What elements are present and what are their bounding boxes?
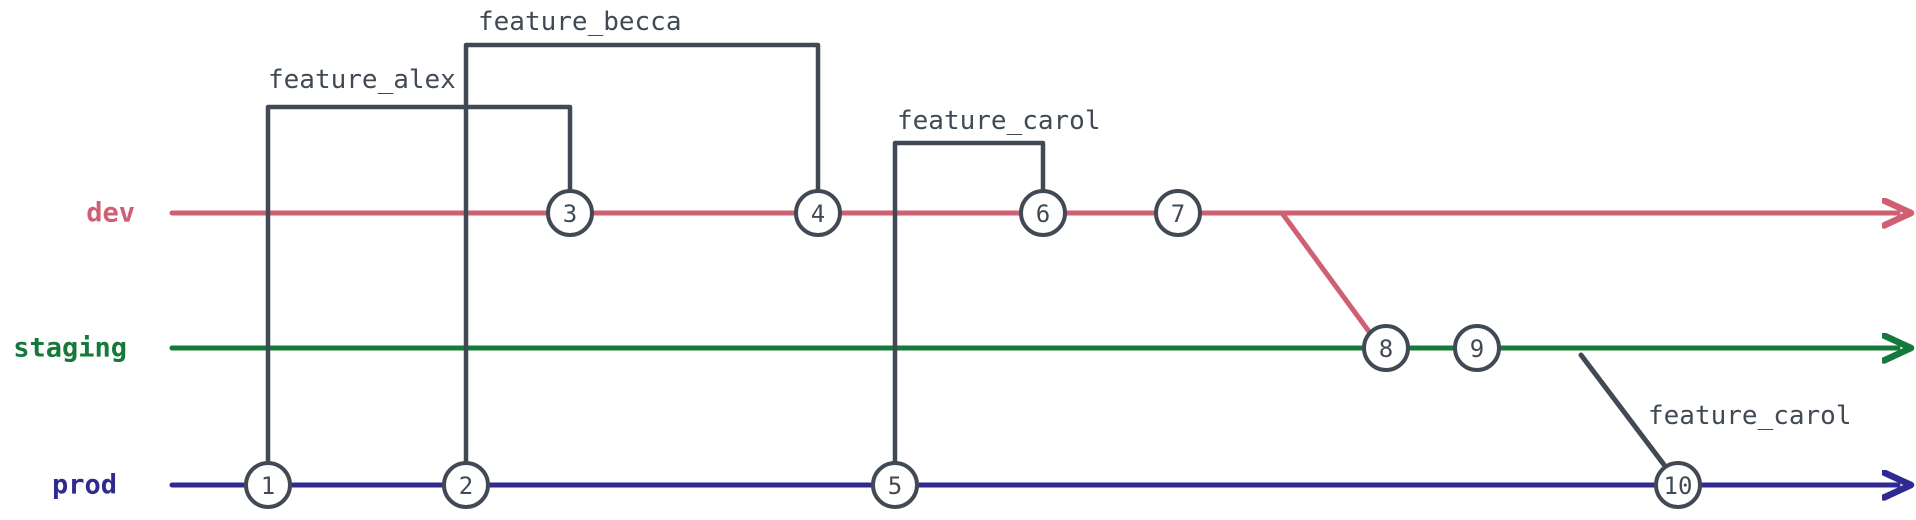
merge-label-staging-to-prod-feature-carol[interactable]: feature_carol	[1648, 401, 1852, 431]
feature-label-feature_alex[interactable]: feature_alex	[268, 65, 456, 95]
branch-name-labels: dev staging prod	[13, 198, 135, 501]
merge-connector-lines	[1279, 210, 1671, 473]
feature-bracket-feature_alex	[265, 104, 573, 466]
feature-branch-brackets	[265, 42, 1046, 466]
feature-bracket-feature_becca	[463, 42, 821, 466]
commit-node-5[interactable]: 5	[871, 461, 919, 509]
merge-line-dev-to-staging	[1279, 210, 1376, 340]
commit-circle-10	[1654, 461, 1702, 509]
commit-node-4[interactable]: 4	[794, 189, 842, 237]
commit-node-1[interactable]: 1	[244, 461, 292, 509]
branch-lane-lines	[169, 213, 1898, 485]
commit-nodes: 1 2 3 4 5 6 7 8 9 10	[244, 189, 1702, 509]
commit-circle-4	[794, 189, 842, 237]
commit-circle-6	[1019, 189, 1067, 237]
commit-node-10[interactable]: 10	[1654, 461, 1702, 509]
commit-node-7[interactable]: 7	[1154, 189, 1202, 237]
commit-label-5: 5	[888, 472, 902, 500]
merge-line-staging-to-prod-feature-carol	[1578, 352, 1671, 473]
commit-circle-3	[546, 189, 594, 237]
feature-branch-labels: feature_alexfeature_beccafeature_carolfe…	[268, 7, 1852, 431]
commit-node-2[interactable]: 2	[442, 461, 490, 509]
commit-node-8[interactable]: 8	[1362, 324, 1410, 372]
commit-circle-1	[244, 461, 292, 509]
commit-node-3[interactable]: 3	[546, 189, 594, 237]
commit-circle-9	[1453, 324, 1501, 372]
commit-label-1: 1	[261, 472, 275, 500]
commit-label-3: 3	[563, 200, 577, 228]
commit-circle-5	[871, 461, 919, 509]
commit-label-7: 7	[1171, 200, 1185, 228]
commit-circle-8	[1362, 324, 1410, 372]
commit-node-9[interactable]: 9	[1453, 324, 1501, 372]
commit-label-8: 8	[1379, 335, 1393, 363]
commit-circle-2	[442, 461, 490, 509]
commit-label-10: 10	[1664, 472, 1693, 500]
commit-label-6: 6	[1036, 200, 1050, 228]
commit-circle-7	[1154, 189, 1202, 237]
feature-label-feature_becca[interactable]: feature_becca	[478, 7, 682, 37]
commit-label-9: 9	[1470, 335, 1484, 363]
feature-label-feature_carol[interactable]: feature_carol	[897, 106, 1101, 136]
branch-label-staging[interactable]: staging	[13, 333, 127, 364]
branch-label-prod[interactable]: prod	[52, 470, 117, 501]
commit-node-6[interactable]: 6	[1019, 189, 1067, 237]
branch-label-dev[interactable]: dev	[86, 198, 135, 229]
commit-label-4: 4	[811, 200, 825, 228]
commit-label-2: 2	[459, 472, 473, 500]
feature-bracket-feature_carol	[892, 140, 1046, 466]
